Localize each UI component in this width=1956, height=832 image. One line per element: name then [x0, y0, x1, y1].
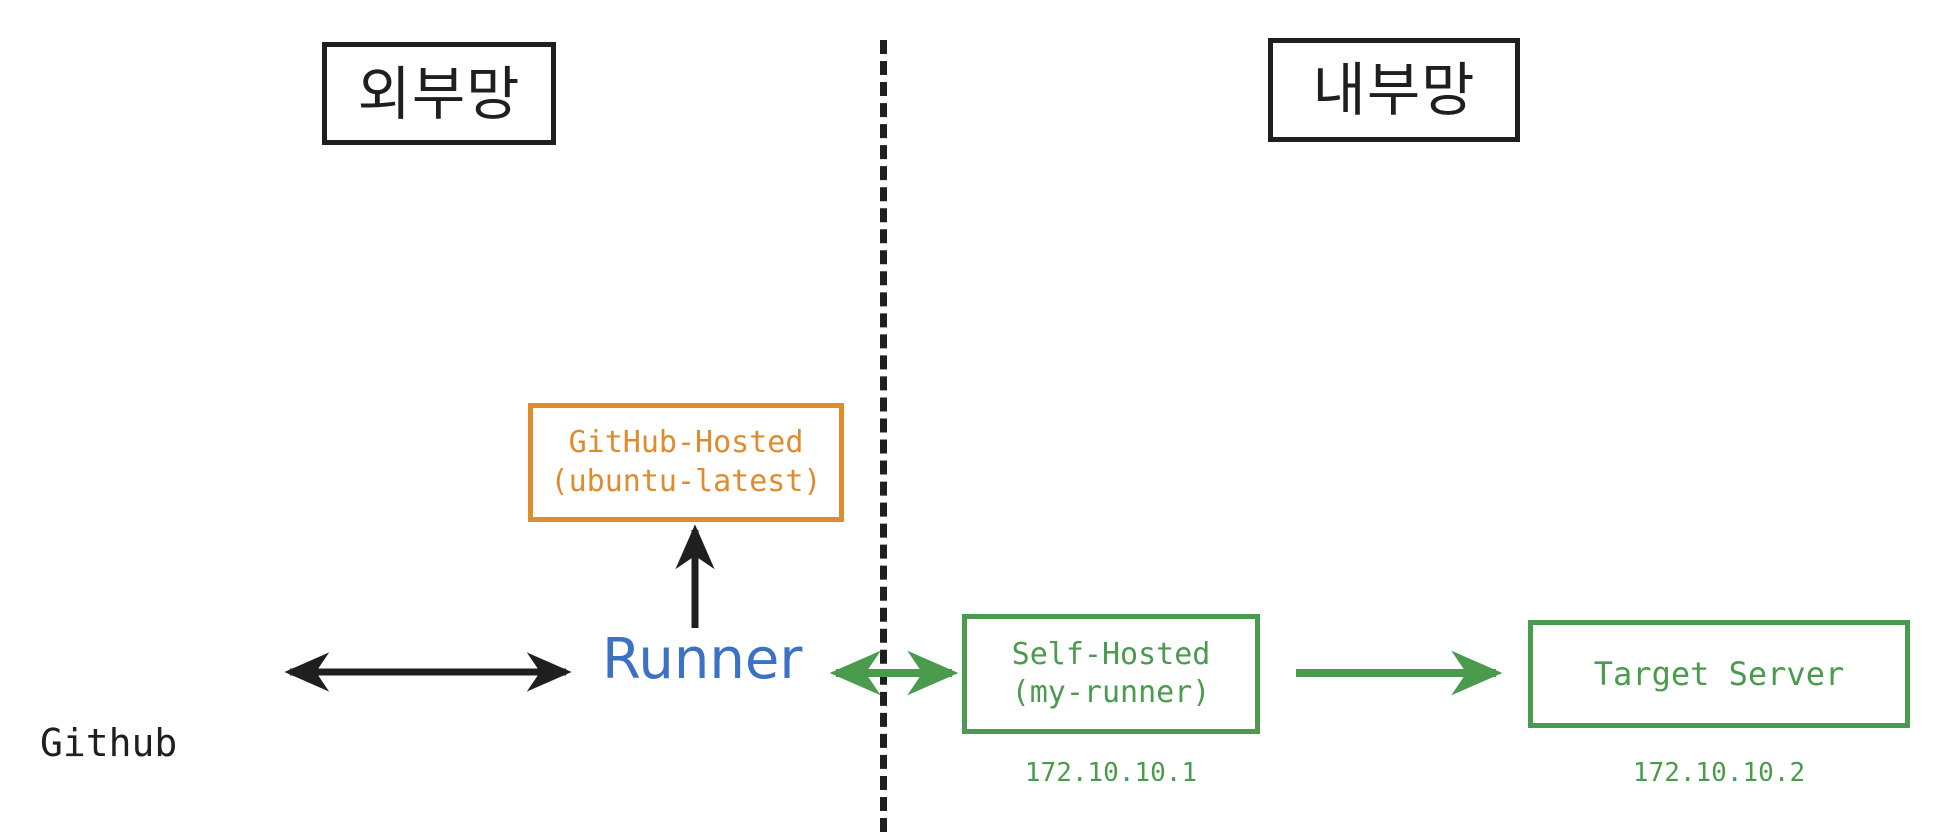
- zone-box-internal-network: 내부망: [1268, 38, 1520, 142]
- network-boundary-dashed-line: [880, 40, 887, 832]
- zone-box-external-network: 외부망: [322, 42, 556, 145]
- label-runner: Runner: [602, 627, 803, 692]
- label-github-actions: Github Actions: [40, 620, 200, 832]
- ip-label-target-server: 172.10.10.2: [1632, 758, 1806, 788]
- node-target-server: Target Server: [1528, 620, 1910, 728]
- label-github-actions-line1: Github: [40, 720, 178, 765]
- node-self-hosted-line2: (my-runner): [1011, 675, 1211, 710]
- zone-label-internal-network: 내부망: [1312, 56, 1476, 124]
- node-self-hosted-line1: Self-Hosted: [1011, 636, 1211, 672]
- node-github-hosted-line1: GitHub-Hosted: [568, 425, 804, 461]
- zone-label-external-network: 외부망: [357, 59, 521, 128]
- node-github-hosted: GitHub-Hosted (ubuntu-latest): [528, 403, 844, 522]
- node-self-hosted: Self-Hosted (my-runner): [962, 614, 1260, 734]
- node-github-hosted-line2: (ubuntu-latest): [550, 463, 822, 499]
- node-target-server-line1: Target Server: [1593, 654, 1845, 693]
- ip-label-self-hosted: 172.10.10.1: [1024, 758, 1198, 788]
